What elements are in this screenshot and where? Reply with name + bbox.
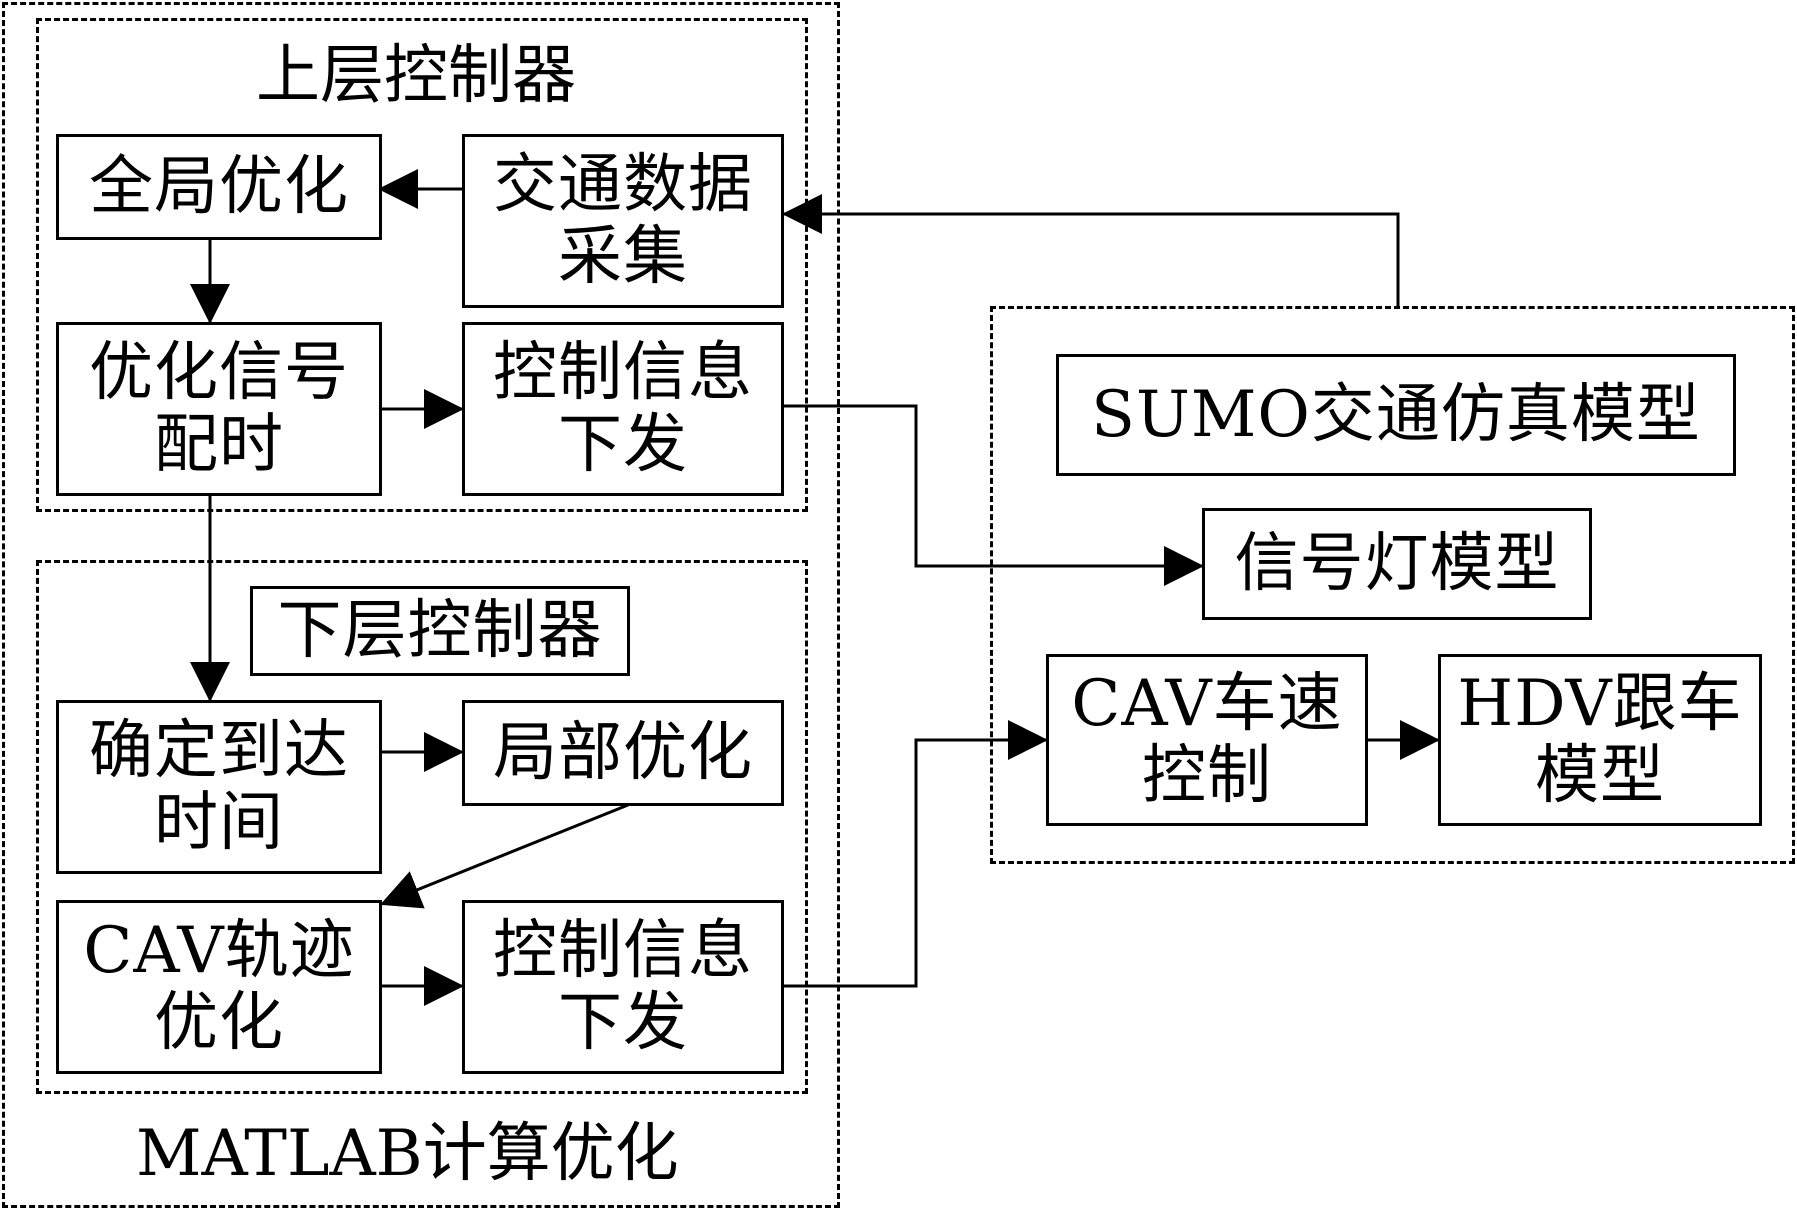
sumo-model-title-box: SUMO交通仿真模型 xyxy=(1056,354,1736,476)
traffic-data-collection-box: 交通数据 采集 xyxy=(462,134,784,308)
global-optimization-box: 全局优化 xyxy=(56,134,382,240)
local-optimization-box: 局部优化 xyxy=(462,700,784,806)
cav-speed-control-box: CAV车速 控制 xyxy=(1046,654,1368,826)
control-info-dispatch-lower-box: 控制信息 下发 xyxy=(462,900,784,1074)
determine-arrival-time-box: 确定到达 时间 xyxy=(56,700,382,874)
hdv-car-following-box: HDV跟车 模型 xyxy=(1438,654,1762,826)
arrow-local-to-cav-traj xyxy=(380,803,629,909)
arrow-sumo-to-traffic-data xyxy=(782,194,1400,306)
upper-controller-title: 上层控制器 xyxy=(256,39,576,113)
matlab-title: MATLAB计算优化 xyxy=(136,1117,679,1191)
signal-light-model-box: 信号灯模型 xyxy=(1202,508,1592,620)
arrow-ctrl-upper-to-signal-model xyxy=(784,404,1204,586)
matlab-group xyxy=(2,2,840,1208)
cav-trajectory-optimization-box: CAV轨迹 优化 xyxy=(56,900,382,1074)
upper-controller-group xyxy=(36,18,808,512)
optimize-signal-timing-box: 优化信号 配时 xyxy=(56,322,382,496)
lower-controller-group xyxy=(36,560,808,1094)
control-info-dispatch-upper-box: 控制信息 下发 xyxy=(462,322,784,496)
arrow-ctrl-lower-to-cav-speed xyxy=(784,720,1048,988)
sumo-group xyxy=(990,306,1795,864)
lower-controller-title-box: 下层控制器 xyxy=(250,586,630,676)
